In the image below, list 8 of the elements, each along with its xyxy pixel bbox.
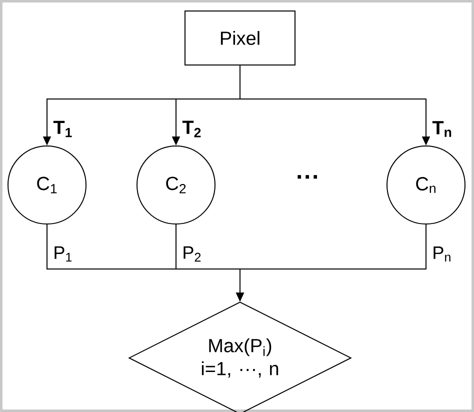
ellipsis-label: ··· [298,175,318,179]
edge-label: P$_{1}$ [54,246,72,262]
edge-label: P$_{2}$ [184,246,201,262]
edge-label: P$_{n}$ [434,246,450,262]
edge-label: T$_{1}$ [53,120,72,138]
process-box: Pixel [184,10,296,66]
edge-label: T$_{2}$ [182,120,201,138]
edge-label: T$_{n}$ [432,121,452,137]
